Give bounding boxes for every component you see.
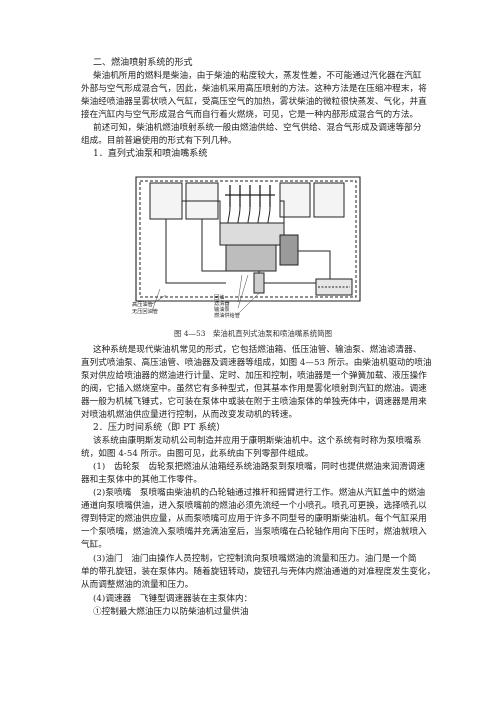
intro-line: 组成。目前普遍使用的形式有下列几种。 <box>81 136 237 146</box>
throttle-line: 从而调整燃油的流量和压力。 <box>81 580 194 590</box>
label-supply-line: 燃油供给管 <box>214 311 240 319</box>
gear-pump-line: (1) 齿轮泵 齿轮泵把燃油从油箱经系统油路泵到泵喷嘴，同时也提供燃油来润滑调速 <box>93 462 426 472</box>
throttle-line: 单的带孔旋钮，装在泵体内。随着旋钮转动，旋钮孔与壳体内燃油通道的对准程度发生变化… <box>81 567 436 577</box>
label-return-line: 无压回油管 <box>132 307 158 315</box>
gear-pump-line: 器和主泵体中的其他工作零件。 <box>81 475 203 485</box>
item1-line: 这种系统是现代柴油机常见的形式，它包括燃油箱、低压油管、输油泵、燃油滤清器、 <box>93 345 422 355</box>
injector-line: (2)泵喷嘴 泵喷嘴由柴油机的凸轮轴通过推杆和摇臂进行工作。燃油从汽缸盖中的燃油 <box>93 488 426 498</box>
item2-title: 2．压力时间系统（即 PT 系统） <box>93 423 226 433</box>
intro-line: 接在汽缸内与空气形成混合气而自行着火燃烧，可见，它是一种内部形成混合气的方法。 <box>81 110 419 120</box>
item2-line: 统，如图 4-54 所示。由图可见，此系统由下列零部件组成。 <box>81 449 314 459</box>
item1-line: 的阀，它插入燃烧室中。虽然它有多种型式，但其基本作用是雾化喷射到汽缸的燃油。调速 <box>81 384 427 394</box>
throttle-line: (3)油门 油门由操作人员控制，它控制流向泵喷嘴燃油的流量和压力。油门是一个简 <box>93 554 417 564</box>
diagram-labels: 高压油管 无压回油管 回油 滤清器 输油泵 燃油供给管 <box>132 293 240 319</box>
governor-title: (4)调速器 飞锤型调速器装在主泵体内： <box>93 594 253 604</box>
intro-line: 柴油经喷油器呈雾状喷入气缸，受高压空气的加热，雾状柴油的微粒很快蒸发、气化，并直 <box>81 97 427 107</box>
label-high-pressure-line: 高压油管 <box>132 300 153 308</box>
governor-item: ①控制最大燃油压力以防柴油机过量供油 <box>93 607 249 617</box>
item1-line: 对喷油机燃油供应量进行控制，从而改变发动机的转速。 <box>81 410 298 420</box>
label-return: 回油 <box>214 293 224 301</box>
intro-line: 前述可知，柴油机燃油喷射系统一般由燃油供给、空气供给、混合气形成及调速等部分 <box>93 123 422 133</box>
injector-line: 通道向泵喷嘴供油，进入泵喷嘴前的燃油必须先流经一个小喷孔。喷孔可更换，选择喷孔以 <box>81 501 427 511</box>
intro-line: 柴油机所用的燃料是柴油，由于柴油的粘度较大，蒸发性差，不可能通过汽化器在汽缸 <box>93 71 422 81</box>
section-title: 二、燃油喷射系统的形式 <box>93 58 193 68</box>
injector-line: 气缸。 <box>81 540 107 550</box>
item1-title: 1．直列式油泵和喷油嘴系统 <box>93 149 208 159</box>
item1-line: 泵对供应给喷油器的燃油进行计量、定时、加压和控制，喷油器是一个弹簧加载、液压操作 <box>81 371 427 381</box>
label-filter: 滤清器 <box>214 299 230 307</box>
fuel-system-diagram: 高压油管 无压回油管 回油 滤清器 输油泵 燃油供给管 <box>130 171 366 321</box>
label-feed-pump: 输油泵 <box>214 305 230 313</box>
intro-line: 外部与空气形成混合气，因此，柴油机采用高压喷射的方法。这种方法是在压缩冲程末，将 <box>81 84 427 94</box>
injector-line: 一个泵喷嘴，燃油流入泵喷嘴并充满油室后，当泵喷嘴在凸轮轴作用向下压时，燃油就喷入 <box>81 527 427 537</box>
item2-line: 该系统由康明斯发动机公司制造并应用于康明斯柴油机中。这个系统有时称为泵喷嘴系 <box>93 436 422 446</box>
injector-line: 得到特定的燃油供应量，从而泵喷嘴可应用于许多不同型号的康明斯柴油机。每个气缸采用 <box>81 514 427 524</box>
figure-caption: 图 4—53 柴油机直列式油泵和喷油嘴系统简图 <box>174 329 333 338</box>
item1-line: 器一般为机械飞锤式，它可装在泵体中或装在附于主喷油泵体的单独壳体中，调速器是用来 <box>81 397 427 407</box>
item1-line: 直列式喷油泵、高压油管、喷油器及调速器等组成，如图 4—53 所示。由柴油机驱动… <box>81 358 432 368</box>
